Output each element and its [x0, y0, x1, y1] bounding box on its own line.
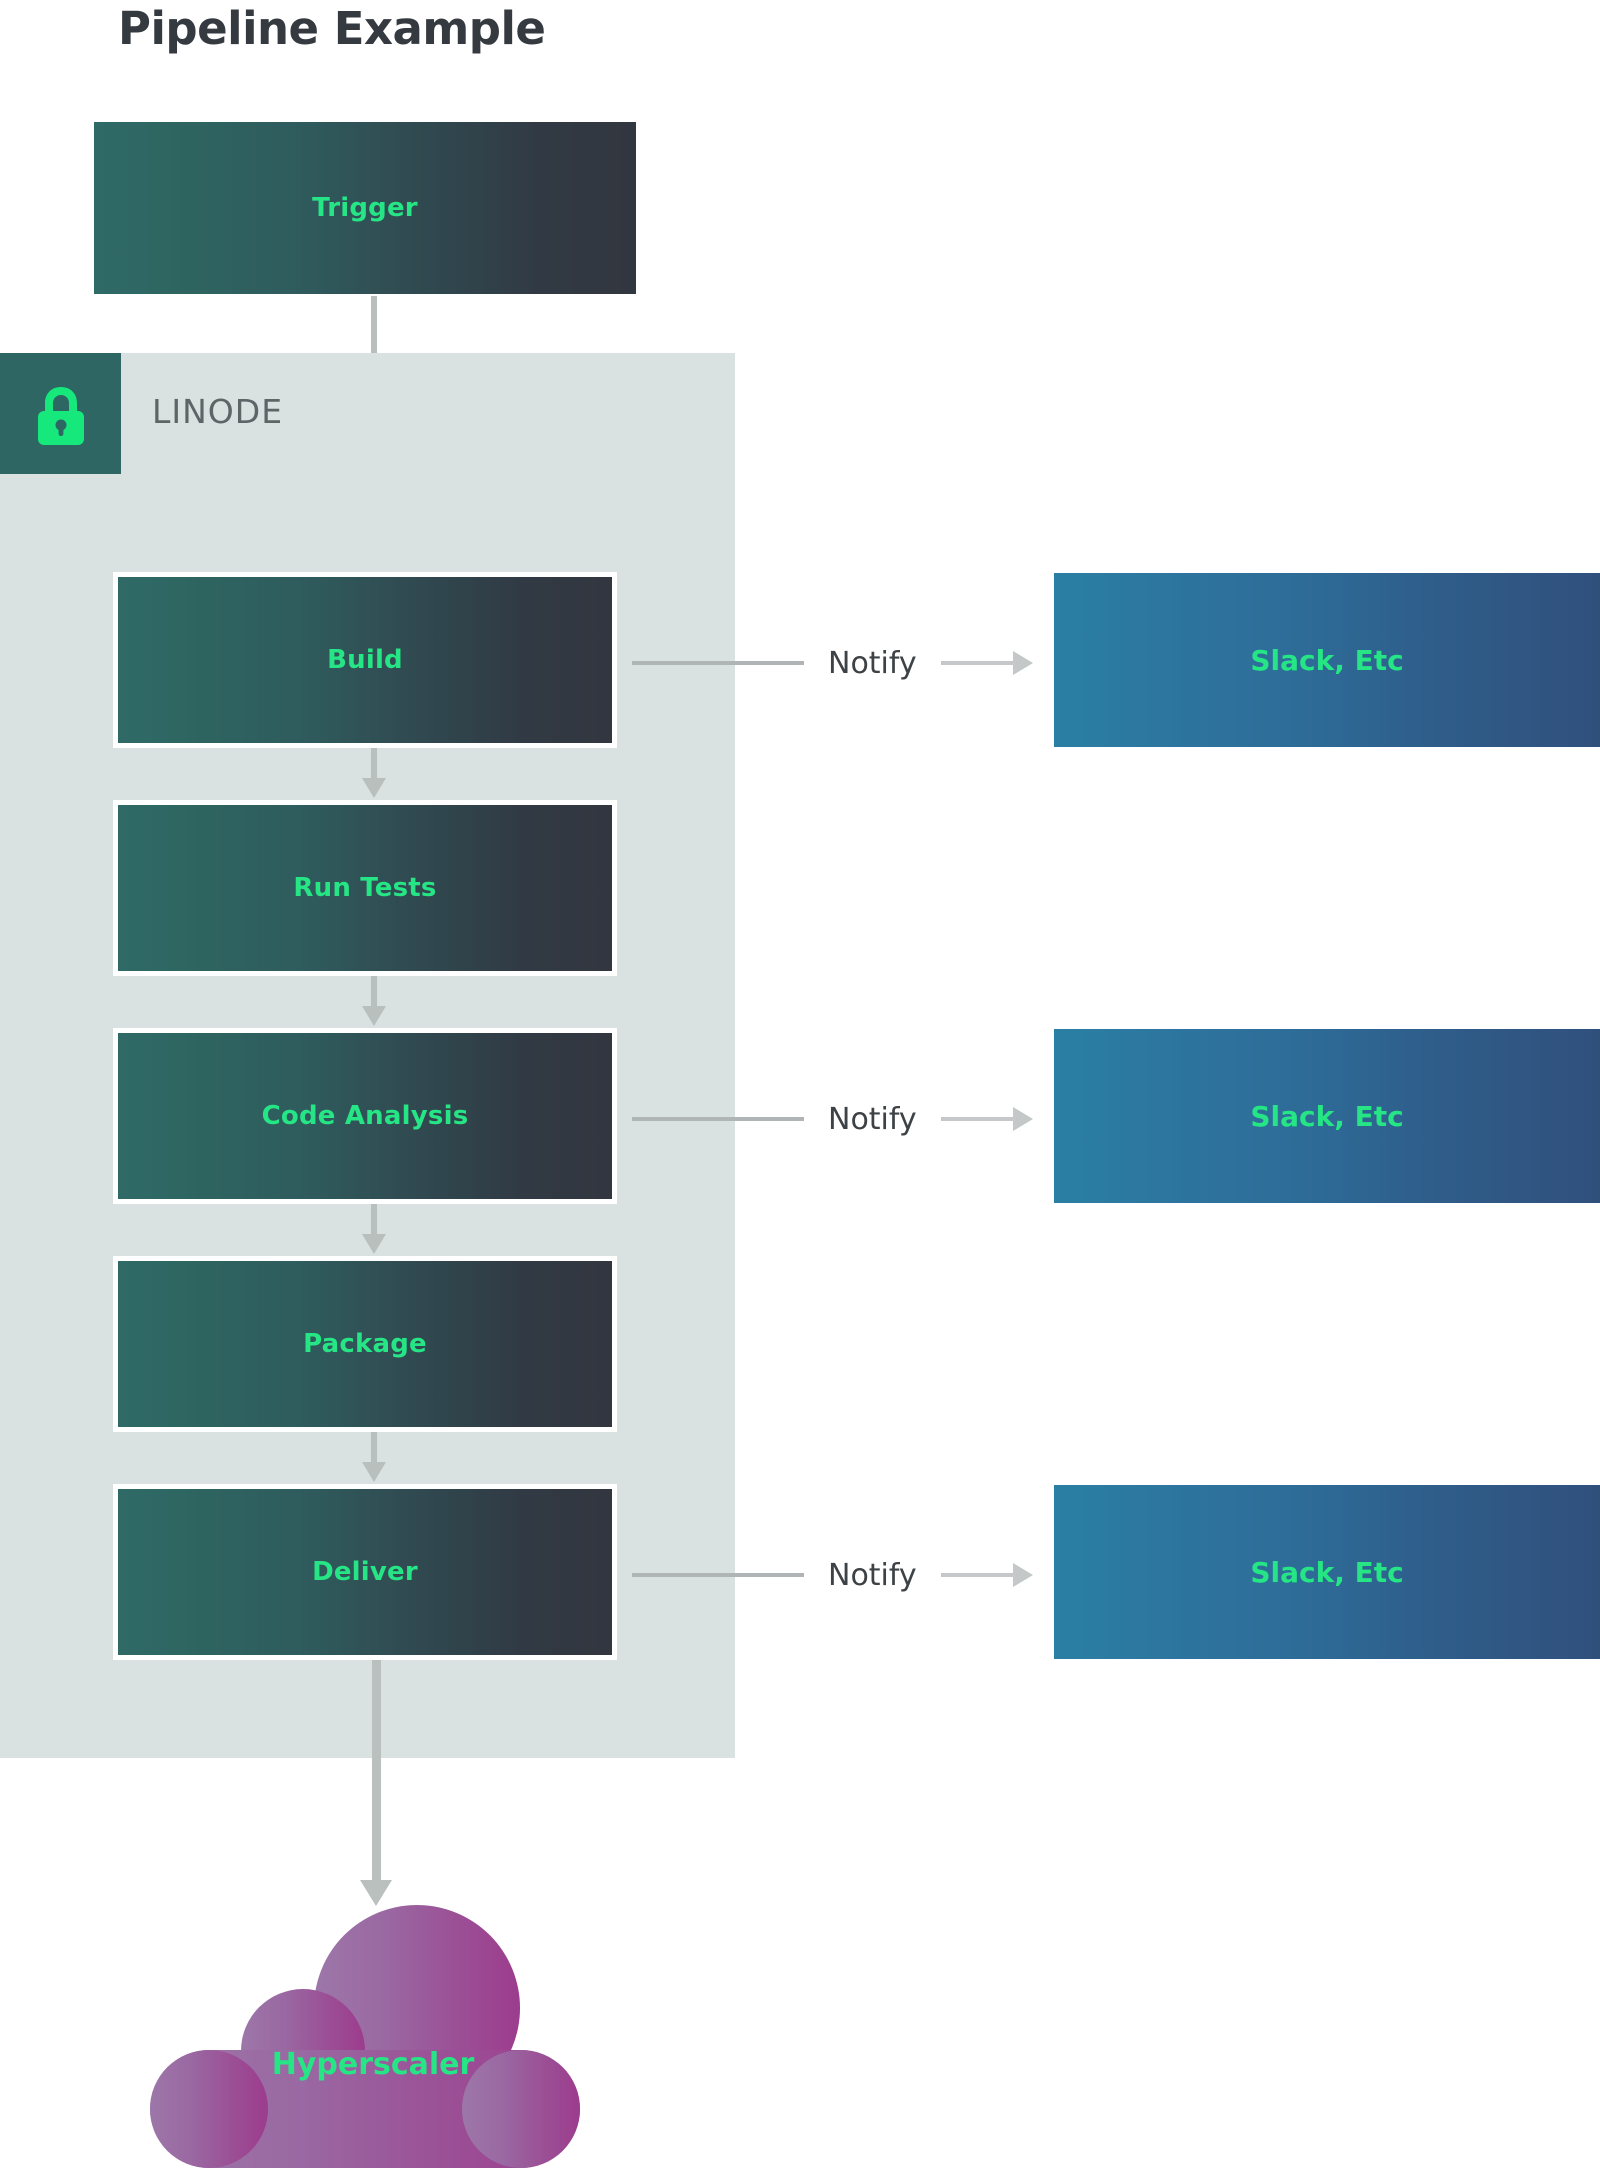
arrow-build-to-run-tests	[362, 748, 386, 798]
stage-build[interactable]: Build	[113, 572, 617, 748]
trigger-box[interactable]: Trigger	[94, 122, 636, 294]
linode-label: LINODE	[152, 392, 284, 431]
stage-build-label: Build	[327, 645, 403, 675]
slack-box-code-analysis[interactable]: Slack, Etc	[1054, 1029, 1600, 1203]
arrow-head	[360, 1880, 392, 1906]
notify-line-right	[940, 1573, 1013, 1577]
arrow-shaft	[371, 748, 377, 778]
arrow-shaft	[371, 1660, 381, 1880]
slack-box-deliver-label: Slack, Etc	[1250, 1555, 1404, 1589]
arrow-code-analysis-to-package	[362, 1204, 386, 1254]
hyperscaler-label: Hyperscaler	[271, 2047, 475, 2082]
arrow-package-to-deliver	[362, 1432, 386, 1482]
arrow-head	[362, 1462, 386, 1482]
hyperscaler-cloud[interactable]: Hyperscaler	[140, 1890, 590, 2177]
stage-package[interactable]: Package	[113, 1256, 617, 1432]
notify-row-code-analysis: Notify	[632, 1099, 1033, 1139]
slack-box-build-label: Slack, Etc	[1250, 643, 1404, 677]
lock-icon	[37, 386, 84, 445]
arrow-deliver-to-hyperscaler	[360, 1660, 392, 1906]
linode-lock-badge	[0, 353, 121, 474]
page-title: Pipeline Example	[118, 2, 546, 55]
notify-line-right	[940, 1117, 1013, 1121]
stage-code-analysis[interactable]: Code Analysis	[113, 1028, 617, 1204]
slack-box-deliver[interactable]: Slack, Etc	[1054, 1485, 1600, 1659]
stage-package-label: Package	[303, 1329, 427, 1359]
notify-line-right	[940, 661, 1013, 665]
stage-deliver[interactable]: Deliver	[113, 1484, 617, 1660]
stage-deliver-label: Deliver	[312, 1557, 418, 1587]
slack-box-code-analysis-label: Slack, Etc	[1250, 1099, 1404, 1133]
slack-box-build[interactable]: Slack, Etc	[1054, 573, 1600, 747]
notify-line-left	[632, 1117, 804, 1121]
notify-arrow-head	[1012, 1107, 1033, 1131]
arrow-head	[362, 1006, 386, 1026]
arrow-run-tests-to-code-analysis	[362, 976, 386, 1026]
cloud-shape	[150, 1905, 580, 2168]
arrow-shaft	[371, 1204, 377, 1234]
stage-run-tests-label: Run Tests	[293, 873, 437, 903]
stage-code-analysis-label: Code Analysis	[261, 1101, 469, 1131]
arrow-head	[362, 778, 386, 798]
notify-line-left	[632, 1573, 804, 1577]
stage-run-tests[interactable]: Run Tests	[113, 800, 617, 976]
arrow-head	[362, 1234, 386, 1254]
notify-arrow-head	[1012, 651, 1033, 675]
arrow-shaft	[371, 976, 377, 1006]
notify-row-build: Notify	[632, 643, 1033, 683]
notify-label: Notify	[828, 1101, 917, 1137]
trigger-label: Trigger	[312, 193, 418, 223]
arrow-shaft	[371, 1432, 377, 1462]
notify-arrow-head	[1012, 1563, 1033, 1587]
notify-label: Notify	[828, 645, 917, 681]
notify-line-left	[632, 661, 804, 665]
notify-row-deliver: Notify	[632, 1555, 1033, 1595]
notify-label: Notify	[828, 1557, 917, 1593]
